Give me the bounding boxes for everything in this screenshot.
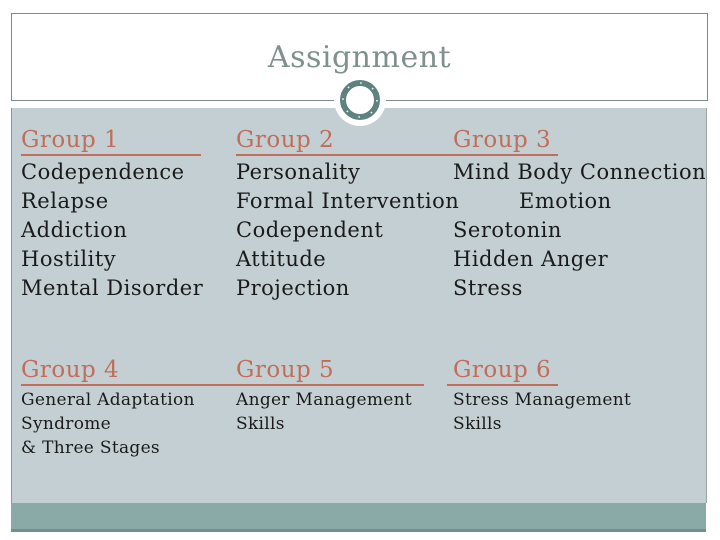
group-1-section: Group 1 Codependence Relapse Addiction H… bbox=[21, 128, 203, 303]
list-item: Emotion bbox=[519, 189, 612, 213]
list-item: Hostility bbox=[21, 247, 117, 271]
list-item: Stress bbox=[453, 276, 523, 300]
list-item: Attitude bbox=[236, 247, 327, 271]
list-item: Mental Disorder bbox=[21, 276, 204, 300]
list-item: Relapse bbox=[21, 189, 109, 213]
list-item: Skills bbox=[453, 414, 502, 434]
list-item: Syndrome bbox=[21, 414, 112, 434]
slide-body: Group 1 Codependence Relapse Addiction H… bbox=[11, 108, 707, 503]
list-item: Projection bbox=[236, 276, 350, 300]
group-3-heading: Group 3 bbox=[447, 128, 558, 156]
list-item: Codependence bbox=[21, 160, 185, 184]
group-5-list: Anger Management Skills bbox=[236, 388, 424, 436]
list-item: Serotonin bbox=[453, 218, 562, 242]
group-4-section: Group 4 General Adaptation Syndrome & Th… bbox=[21, 358, 424, 460]
group-5-section: Group 5 Anger Management Skills bbox=[236, 358, 424, 436]
group-2-heading: Group 2 bbox=[236, 128, 451, 156]
list-item: General Adaptation bbox=[21, 390, 195, 410]
group-6-list: Stress Management Skills bbox=[453, 388, 631, 436]
group-3-list: Mind Body Connection Emotion Serotonin H… bbox=[453, 158, 706, 303]
list-item: & Three Stages bbox=[21, 438, 160, 458]
list-item: Formal Intervention bbox=[236, 189, 460, 213]
list-item: Personality bbox=[236, 160, 361, 184]
list-item: Stress Management bbox=[453, 390, 632, 410]
list-item: Skills bbox=[236, 414, 285, 434]
list-item: Codependent bbox=[236, 218, 384, 242]
group-1-list: Codependence Relapse Addiction Hostility… bbox=[21, 158, 203, 303]
group-6-section: Group 6 Stress Management Skills bbox=[447, 358, 631, 436]
list-item: Hidden Anger bbox=[453, 247, 609, 271]
group-3-section: Group 3 Mind Body Connection Emotion Ser… bbox=[447, 128, 706, 303]
group-1-heading: Group 1 bbox=[21, 128, 201, 156]
list-item: Mind Body Connection bbox=[453, 160, 707, 184]
list-item: Addiction bbox=[21, 218, 128, 242]
group-5-heading: Group 5 bbox=[236, 358, 424, 386]
footer-bar bbox=[11, 503, 706, 532]
group-6-heading: Group 6 bbox=[447, 358, 558, 386]
decorative-circle-icon bbox=[333, 73, 387, 127]
group-4-list: General Adaptation Syndrome & Three Stag… bbox=[21, 388, 424, 460]
list-item: Anger Management bbox=[236, 390, 413, 410]
group-2-list: Personality Formal Intervention Codepend… bbox=[236, 158, 459, 303]
group-2-section: Group 2 Personality Formal Intervention … bbox=[236, 128, 459, 303]
slide-title: Assignment bbox=[267, 39, 452, 75]
group-4-heading: Group 4 bbox=[21, 358, 424, 386]
